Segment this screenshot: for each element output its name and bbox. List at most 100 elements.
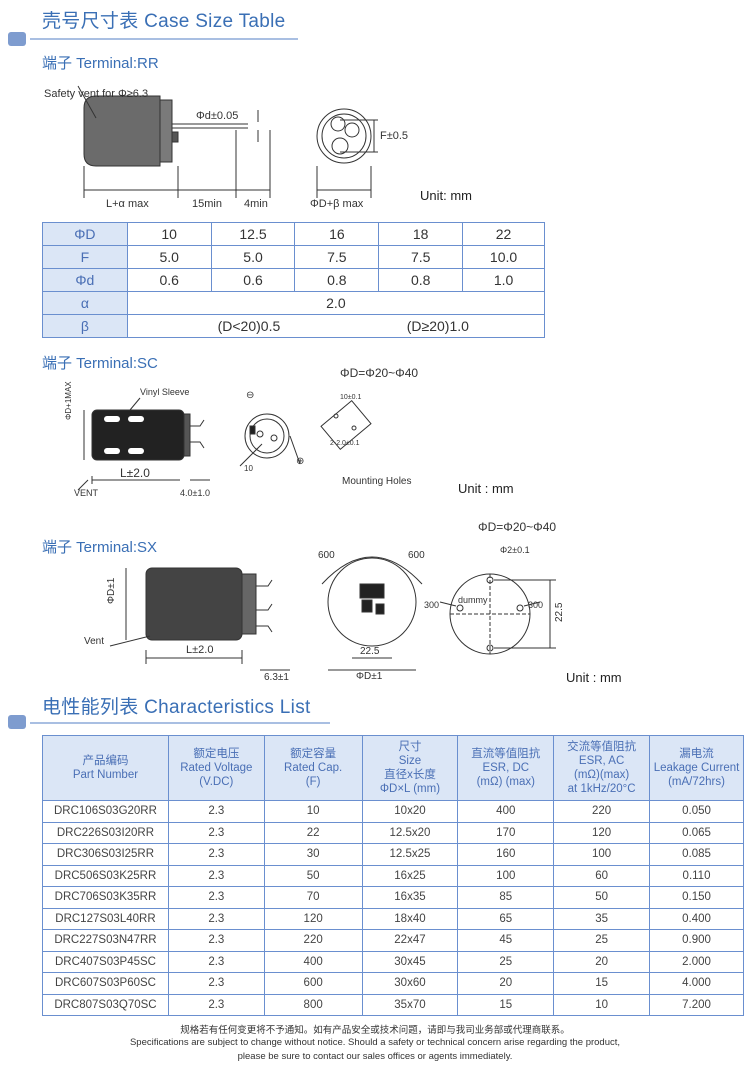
table-cell: 100 xyxy=(553,843,651,866)
table-cell: 2.3 xyxy=(167,864,265,887)
table-cell: 7.5 xyxy=(378,245,464,269)
table-cell: 12.5x20 xyxy=(361,821,459,844)
table-cell: 4.000 xyxy=(649,972,744,995)
table-cell: 160 xyxy=(457,843,555,866)
table-cell: 10x20 xyxy=(361,800,459,823)
mounting-holes-label: Mounting Holes xyxy=(342,476,412,487)
characteristics-title: 电性能列表 Characteristics List xyxy=(42,697,311,718)
length-label: L+α max xyxy=(106,198,149,210)
table-cell: 85 xyxy=(457,886,555,909)
beta-value-b: (D≥20)1.0 xyxy=(406,318,469,334)
table-cell: 15 xyxy=(457,993,555,1016)
table-cell: 25 xyxy=(553,929,651,952)
table-cell: 35x70 xyxy=(361,993,459,1016)
table-cell: 5.0 xyxy=(126,245,212,269)
table-cell: 2.3 xyxy=(167,907,265,930)
table-cell: 0.400 xyxy=(649,907,744,930)
terminal-sc-drawing xyxy=(77,397,372,491)
table-cell: 22 xyxy=(263,821,363,844)
hole-spacing-label: 10±0.1 xyxy=(340,394,362,401)
part-number-cell: DRC226S03I20RR xyxy=(42,821,169,844)
safety-vent-label: Safety vent for Φ≥6.3 xyxy=(44,88,149,100)
table-cell: 65 xyxy=(457,907,555,930)
table-row: Φd 0.6 0.6 0.8 0.8 1.0 xyxy=(42,268,545,292)
table-cell: 2.3 xyxy=(167,993,265,1016)
section-marker xyxy=(8,32,26,46)
terminal-sx-drawing xyxy=(109,556,556,671)
table-cell: 30x45 xyxy=(361,950,459,973)
title-underline xyxy=(30,722,330,724)
table-cell: 2.3 xyxy=(167,950,265,973)
table-cell: 7.200 xyxy=(649,993,744,1016)
table-cell: 25 xyxy=(457,950,555,973)
row-header: ΦD xyxy=(42,222,128,246)
dummy-label: dummy xyxy=(458,595,488,605)
table-cell: 1.0 xyxy=(462,268,545,292)
footer-english-note-2: please be sure to contact our sales offi… xyxy=(237,1051,513,1062)
section-marker xyxy=(8,715,26,729)
table-cell: 120 xyxy=(553,821,651,844)
table-cell: 400 xyxy=(457,800,555,823)
table-cell: 120 xyxy=(263,907,363,930)
footer-english-note: Specifications are subject to change wit… xyxy=(129,1037,621,1048)
sx-225-label: 22.5 xyxy=(360,646,380,657)
table-cell: 100 xyxy=(457,864,555,887)
table-cell: 220 xyxy=(553,800,651,823)
hole-diameter-label: 2-2.0±0.1 xyxy=(330,440,360,447)
f-tolerance-label: F±0.5 xyxy=(380,130,409,142)
angle-300-right: 300 xyxy=(528,600,544,610)
sx-range-label: ΦD=Φ20~Φ40 xyxy=(478,520,557,534)
part-number-cell: DRC607S03P60SC xyxy=(42,972,169,995)
table-cell: 10.0 xyxy=(462,245,545,269)
table-cell: 2.000 xyxy=(649,950,744,973)
table-cell: 0.110 xyxy=(649,864,744,887)
part-number-cell: DRC807S03Q70SC xyxy=(42,993,169,1016)
angle-600-left: 600 xyxy=(318,550,335,561)
min15-label: 15min xyxy=(192,198,222,210)
table-cell: 2.3 xyxy=(167,972,265,995)
sc-vent-label: VENT xyxy=(74,488,99,498)
beta-value-a: (D<20)0.5 xyxy=(217,318,281,334)
sc-lead-label: 4.0±1.0 xyxy=(180,488,210,498)
sc-dmax-label: ΦD+1MAX xyxy=(64,381,73,420)
table-cell: 800 xyxy=(263,993,363,1016)
terminal-sx-title: 端子 Terminal:SX xyxy=(42,539,158,556)
table-cell: 0.085 xyxy=(649,843,744,866)
table-cell: 0.8 xyxy=(378,268,464,292)
part-number-cell: DRC506S03K25RR xyxy=(42,864,169,887)
angle-300-left: 300 xyxy=(424,600,440,610)
part-number-cell: DRC306S03I25RR xyxy=(42,843,169,866)
terminal-rr-title: 端子 Terminal:RR xyxy=(42,55,159,72)
table-cell: 35 xyxy=(553,907,651,930)
table-cell: 12.5x25 xyxy=(361,843,459,866)
row-header: F xyxy=(42,245,128,269)
terminal-rr-drawing xyxy=(77,85,378,198)
rr-unit-label: Unit: mm xyxy=(420,188,472,203)
sx-vertical-225-label: 22.5 xyxy=(554,602,565,622)
table-cell: 70 xyxy=(263,886,363,909)
part-number-cell: DRC706S03K35RR xyxy=(42,886,169,909)
min4-label: 4min xyxy=(244,198,268,210)
table-cell: 400 xyxy=(263,950,363,973)
table-cell: 50 xyxy=(553,886,651,909)
title-underline xyxy=(30,38,298,40)
table-cell: 16x25 xyxy=(361,864,459,887)
part-number-cell: DRC106S03G20RR xyxy=(42,800,169,823)
negative-mark: ⊖ xyxy=(246,390,255,401)
row-header: Φd xyxy=(42,268,128,292)
table-cell: 2.3 xyxy=(167,843,265,866)
table-cell: 12.5 xyxy=(210,222,296,246)
lead-diameter-label: Φd±0.05 xyxy=(196,110,239,122)
table-cell: 0.900 xyxy=(649,929,744,952)
table-cell: 170 xyxy=(457,821,555,844)
